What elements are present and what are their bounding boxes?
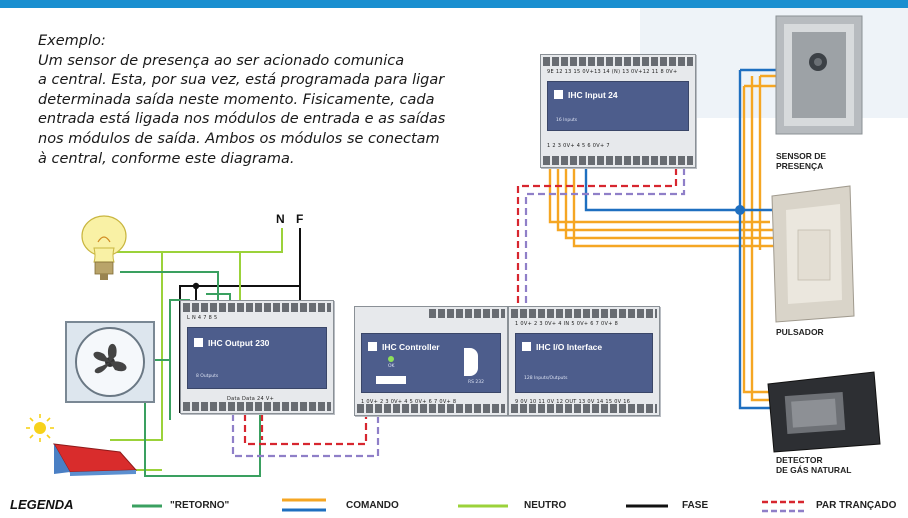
fan-icon xyxy=(65,321,155,403)
intro-line-1: Um sensor de presença ao ser acionado co… xyxy=(38,52,405,69)
io-top-rail xyxy=(511,309,657,318)
output-module: L N 4 7 8 5 IHC Output 230 8 Outputs Dat… xyxy=(180,300,334,414)
controller-display xyxy=(376,376,406,384)
output-module-top-rail xyxy=(183,303,331,312)
intro-line-3: determinada saída neste momento. Fisicam… xyxy=(38,91,435,108)
status-led-icon xyxy=(388,356,394,362)
sensor-label: SENSOR DE PRESENÇA xyxy=(776,151,827,171)
controller-top-rail xyxy=(429,309,505,318)
controller-bottom-rail xyxy=(357,404,505,413)
io-name: IHC I/O Interface xyxy=(536,342,603,352)
output-module-bottom-rail xyxy=(183,402,331,411)
intro-line-2: a central. Esta, por sua vez, está progr… xyxy=(38,72,445,89)
twisted-pair-wires xyxy=(231,168,686,458)
legend-comando: COMANDO xyxy=(346,500,399,511)
input-module-top-rail xyxy=(543,57,693,66)
input-module-top-terminals: 9E 12 13 15 0V+13 14 (N) 13 0V+12 11 8 0… xyxy=(547,69,678,75)
ihc-logo-icon xyxy=(194,338,203,347)
bus-junction xyxy=(735,205,745,215)
gas-label-line-1: DETECTOR xyxy=(776,455,823,465)
rs232-port-icon xyxy=(464,348,478,376)
legend-swatches xyxy=(132,498,804,513)
io-bottom-terminals: 9 0V 10 11 0V 12 OUT 13 0V 14 15 0V 16 xyxy=(515,399,631,405)
io-bottom-rail xyxy=(511,404,657,413)
legend-par-trancado: PAR TRANÇADO xyxy=(816,500,897,511)
fase-junction xyxy=(192,282,200,290)
input-module-face: IHC Input 24 16 Inputs xyxy=(547,81,689,131)
legend-title: LEGENDA xyxy=(10,497,74,512)
solar-heater-icon xyxy=(26,414,138,476)
intro-title: Exemplo: xyxy=(38,33,106,49)
sensor-label-line-2: PRESENÇA xyxy=(776,160,824,171)
controller-face: IHC Controller OK RS 232 xyxy=(361,333,501,393)
neutro-wires xyxy=(110,228,283,471)
controller-module: IHC Controller OK RS 232 1 0V+ 2 3 0V+ 4… xyxy=(354,306,508,416)
push-button-device xyxy=(771,185,855,323)
neutral-label: N xyxy=(276,212,285,226)
presence-sensor-device xyxy=(775,15,863,135)
intro-line-5: nos módulos de saída. Ambos os módulos s… xyxy=(38,130,440,147)
gas-label: DETECTOR DE GÁS NATURAL xyxy=(776,455,852,475)
controller-bottom-terminals: 1 0V+ 2 3 0V+ 4 5 0V+ 6 7 0V+ 8 xyxy=(361,399,457,405)
gas-detector-device xyxy=(767,371,881,453)
input-module: 9E 12 13 15 0V+13 14 (N) 13 0V+12 11 8 0… xyxy=(540,54,696,168)
intro-text: Exemplo: Um sensor de presença ao ser ac… xyxy=(38,32,508,169)
io-face: IHC I/O Interface 128 Inputs/Outputs xyxy=(515,333,653,393)
pulsador-label-line-1: PULSADOR xyxy=(776,327,824,337)
input-module-bottom-rail xyxy=(543,156,693,165)
lamp-icon xyxy=(81,215,127,280)
controller-sub: RS 232 xyxy=(468,380,485,385)
output-module-name: IHC Output 230 xyxy=(208,338,270,348)
ihc-logo-icon xyxy=(368,342,377,351)
controller-name: IHC Controller xyxy=(382,342,440,352)
legend-fase: FASE xyxy=(682,500,709,511)
intro-line-6: à central, conforme este diagrama. xyxy=(38,150,295,167)
pulsador-label: PULSADOR xyxy=(776,327,824,338)
ihc-logo-icon xyxy=(522,342,531,351)
controller-status: OK xyxy=(388,364,395,369)
phase-label: F xyxy=(296,212,304,226)
input-module-name: IHC Input 24 xyxy=(568,90,618,100)
gas-label-line-2: DE GÁS NATURAL xyxy=(776,464,852,475)
legend-retorno: "RETORNO" xyxy=(170,500,230,511)
top-accent-bar xyxy=(0,0,908,8)
intro-line-4: entrada está ligada nos módulos de entra… xyxy=(38,111,446,128)
io-interface-module: 1 0V+ 2 3 0V+ 4 IN 5 0V+ 6 7 0V+ 8 IHC I… xyxy=(508,306,660,416)
output-module-top-terminals: L N 4 7 8 5 xyxy=(187,315,218,321)
sensor-label-line-1: SENSOR DE xyxy=(776,151,827,161)
output-module-face: IHC Output 230 8 Outputs xyxy=(187,327,327,389)
io-sub: 128 Inputs/Outputs xyxy=(524,376,568,381)
ihc-logo-icon xyxy=(554,90,563,99)
output-module-bottom-terminals: Data Data 24 V+ xyxy=(227,396,275,402)
legend-neutro: NEUTRO xyxy=(524,500,567,511)
input-module-bottom-terminals: 1 2 3 0V+ 4 5 6 0V+ 7 xyxy=(547,143,610,149)
input-module-sub: 16 Inputs xyxy=(556,118,578,123)
io-top-terminals: 1 0V+ 2 3 0V+ 4 IN 5 0V+ 6 7 0V+ 8 xyxy=(515,321,619,327)
output-module-sub: 8 Outputs xyxy=(196,374,219,379)
